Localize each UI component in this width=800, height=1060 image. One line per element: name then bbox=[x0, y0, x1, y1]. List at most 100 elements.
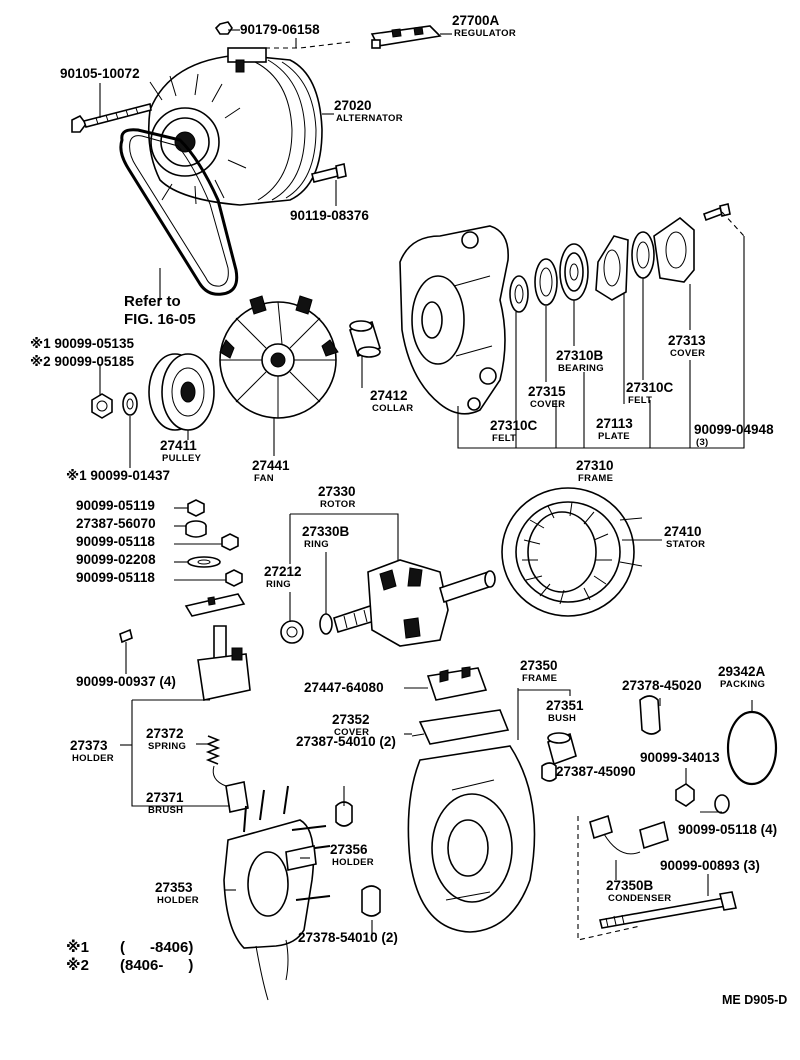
part-number-p5: 90119-08376 bbox=[290, 208, 369, 223]
part-name-p34: PACKING bbox=[720, 679, 765, 690]
stator-drawing bbox=[501, 487, 644, 617]
part-number-p48: 27378-54010 (2) bbox=[298, 930, 398, 945]
part-number-p29: 27410 bbox=[664, 524, 702, 539]
screw-90099-04948-drawing bbox=[702, 203, 731, 222]
part-name-p38: HOLDER bbox=[72, 753, 114, 764]
part-number-p27: 27330B bbox=[302, 524, 350, 539]
part-number-p39: 27387-54010 (2) bbox=[296, 734, 396, 749]
through-bolt-drawing bbox=[599, 891, 737, 929]
front-frame-drawing bbox=[399, 225, 509, 415]
part-number-p17: 27310C bbox=[490, 418, 538, 433]
brush-holder-cover-drawing bbox=[426, 666, 488, 701]
part-number-p11: 27441 bbox=[252, 458, 290, 473]
part-number-p33: 27378-45020 bbox=[622, 678, 702, 693]
part-number-p42: 90099-05118 (4) bbox=[678, 822, 777, 837]
part-number-p30: 90099-00937 (4) bbox=[76, 674, 176, 689]
part-name-p19: (3) bbox=[696, 437, 709, 448]
part-number-p12: 27412 bbox=[370, 388, 408, 403]
regulator-drawing bbox=[370, 25, 442, 49]
part-name-p20: FRAME bbox=[578, 473, 613, 484]
part-name-p29: STATOR bbox=[666, 539, 705, 550]
part-drawings bbox=[71, 21, 778, 1001]
part-name-p35: BUSH bbox=[548, 713, 576, 724]
part-name-p2: REGULATOR bbox=[454, 28, 516, 39]
part-number-p9: 27411 bbox=[160, 438, 197, 453]
part-number-p10: ※1 90099-01437 bbox=[66, 468, 170, 483]
part-number-p31: 27447-64080 bbox=[304, 680, 384, 695]
part-number-p7: ※1 90099-05135 bbox=[30, 336, 134, 351]
part-number-p4: 27020 bbox=[334, 98, 372, 113]
part-number-p14: 27313 bbox=[668, 333, 706, 348]
part-number-p16: 27310C bbox=[626, 380, 674, 395]
part-name-p32: FRAME bbox=[522, 673, 557, 684]
part-number-p32: 27350 bbox=[520, 658, 558, 673]
part-number-p20: 27310 bbox=[576, 458, 614, 473]
rectifier-holder-drawing bbox=[223, 785, 331, 1001]
bush-drawing bbox=[547, 732, 577, 766]
part-name-p28: RING bbox=[266, 579, 291, 590]
part-number-p44: 27356 bbox=[330, 842, 368, 857]
part-number-p22: 27387-56070 bbox=[76, 516, 156, 531]
part-name-p12: COLLAR bbox=[372, 403, 413, 414]
refer-note: Refer to FIG. 16-05 bbox=[124, 293, 196, 328]
nut-90179-drawing bbox=[214, 21, 233, 35]
part-number-p3: 90105-10072 bbox=[60, 66, 140, 81]
part-number-p41: 27387-45090 bbox=[556, 764, 636, 779]
part-number-p28: 27212 bbox=[264, 564, 302, 579]
pulley-nut-drawing bbox=[91, 392, 138, 419]
part-number-p18: 27113 bbox=[596, 416, 633, 431]
part-number-p26: 27330 bbox=[318, 484, 356, 499]
part-number-p21: 90099-05119 bbox=[76, 498, 155, 513]
terminal-bolt-drawing bbox=[119, 593, 251, 701]
refer-line-1: Refer to bbox=[124, 293, 181, 310]
part-name-p26: ROTOR bbox=[320, 499, 356, 510]
rear-frame-drawing bbox=[407, 745, 536, 933]
diagram-code: ME D905-D bbox=[722, 993, 787, 1007]
footnote-1-mark: ※1 bbox=[66, 938, 89, 956]
part-name-p18: PLATE bbox=[598, 431, 630, 442]
part-number-p2: 27700A bbox=[452, 13, 500, 28]
part-number-p38: 27373 bbox=[70, 738, 108, 753]
part-name-p44: HOLDER bbox=[332, 857, 374, 868]
collar-drawing bbox=[349, 320, 381, 358]
alternator-drawing bbox=[147, 47, 323, 206]
part-name-p16: FELT bbox=[628, 395, 652, 406]
leader-lines bbox=[99, 29, 753, 941]
part-number-p24: 90099-02208 bbox=[76, 552, 156, 567]
part-labels: 90179-0615827700AREGULATOR90105-10072270… bbox=[30, 13, 777, 945]
packing-drawing bbox=[726, 710, 778, 786]
part-number-p45: 90099-00893 (3) bbox=[660, 858, 760, 873]
terminal-insulator-45090-drawing bbox=[541, 762, 557, 782]
part-name-p17: FELT bbox=[492, 433, 516, 444]
part-name-p36: COVER bbox=[334, 727, 369, 738]
part-number-p25: 90099-05118 bbox=[76, 570, 155, 585]
part-number-p40: 90099-34013 bbox=[640, 750, 720, 765]
part-number-p19: 90099-04948 bbox=[694, 422, 774, 437]
part-name-p14: COVER bbox=[670, 348, 705, 359]
part-name-p46: CONDENSER bbox=[608, 893, 671, 904]
rotor-drawing bbox=[333, 559, 496, 647]
condenser-drawing bbox=[589, 814, 669, 855]
rotor-rings-drawing bbox=[280, 613, 333, 644]
footnotes: ※1 ( -8406) ※2 (8406- ) bbox=[66, 938, 193, 974]
bearing-stack-drawing bbox=[509, 216, 695, 313]
part-number-p36: 27352 bbox=[332, 712, 370, 727]
part-name-p4: ALTERNATOR bbox=[336, 113, 403, 124]
part-name-p13: BEARING bbox=[558, 363, 604, 374]
footnote-2-range: (8406- ) bbox=[120, 957, 193, 974]
part-name-p37: SPRING bbox=[148, 741, 186, 752]
v-belt-drawing bbox=[119, 128, 239, 296]
insulator-bushes-drawing bbox=[335, 801, 381, 917]
bolt-90119-drawing bbox=[311, 163, 347, 183]
bolt-90105-drawing bbox=[71, 103, 152, 133]
footnote-2-mark: ※2 bbox=[66, 956, 89, 974]
small-fasteners-drawing bbox=[185, 499, 243, 587]
part-number-p37: 27372 bbox=[146, 726, 184, 741]
part-number-p43: 27371 bbox=[146, 790, 184, 805]
part-name-p9: PULLEY bbox=[162, 453, 202, 464]
part-name-p15: COVER bbox=[530, 399, 565, 410]
cover-27352-drawing bbox=[411, 709, 510, 745]
part-number-p47: 27353 bbox=[155, 880, 193, 895]
part-name-p43: BRUSH bbox=[148, 805, 183, 816]
